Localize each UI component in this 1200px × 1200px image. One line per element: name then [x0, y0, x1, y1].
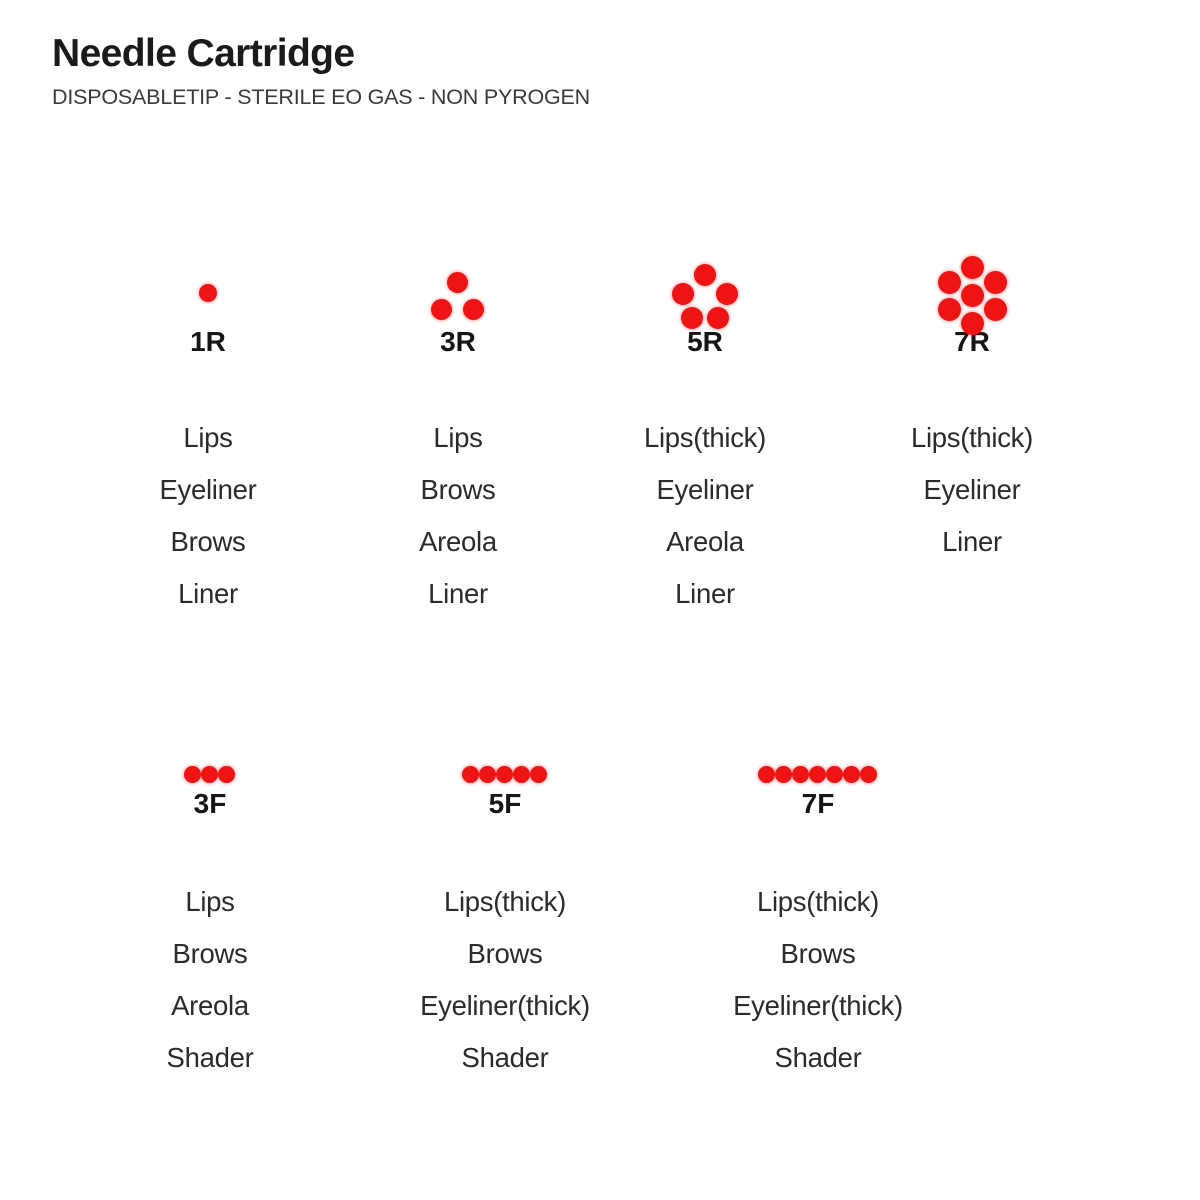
use-item: Lips(thick)	[910, 422, 1033, 453]
needle-uses-list: Lips Brows Areola Liner	[358, 412, 558, 620]
use-item: Eyeliner	[159, 474, 257, 505]
use-item: Eyeliner(thick)	[733, 990, 903, 1021]
use-item: Shader	[461, 1042, 549, 1073]
needle-dot	[694, 264, 716, 286]
dot-cluster-7f-icon	[718, 748, 918, 788]
use-item: Areola	[666, 526, 744, 557]
dot-cluster-7r-icon	[872, 250, 1072, 335]
use-item: Liner	[178, 578, 238, 609]
needle-dot	[758, 766, 775, 783]
needle-uses-list: Lips(thick) Eyeliner Liner	[872, 412, 1072, 568]
use-item: Lips	[183, 422, 233, 453]
use-item: Eyeliner	[923, 474, 1021, 505]
needle-dot	[792, 766, 809, 783]
needle-dot	[809, 766, 826, 783]
needle-card-5f[interactable]: 5F Lips(thick) Brows Eyeliner(thick) Sha…	[405, 748, 605, 1084]
needle-dot	[716, 283, 738, 305]
needle-dot	[961, 284, 984, 307]
use-item: Shader	[774, 1042, 862, 1073]
use-item: Lips(thick)	[443, 886, 566, 917]
use-item: Areola	[419, 526, 497, 557]
needle-dot	[938, 298, 961, 321]
needle-dot	[961, 256, 984, 279]
needle-dot	[463, 299, 484, 320]
use-item: Shader	[166, 1042, 254, 1073]
needle-card-1r[interactable]: 1R Lips Eyeliner Brows Liner	[108, 250, 308, 620]
needle-dot	[707, 307, 729, 329]
needle-dot	[496, 766, 513, 783]
use-item: Lips(thick)	[756, 886, 879, 917]
needle-dot	[681, 307, 703, 329]
dot-cluster-5r-icon	[605, 250, 805, 329]
needle-uses-list: Lips Eyeliner Brows Liner	[108, 412, 308, 620]
needle-dot	[984, 271, 1007, 294]
use-item: Eyeliner(thick)	[420, 990, 590, 1021]
needle-dot	[462, 766, 479, 783]
needle-uses-list: Lips Brows Areola Shader	[110, 876, 310, 1084]
use-item: Eyeliner	[656, 474, 754, 505]
use-item: Brows	[420, 474, 496, 505]
dot-cluster-3r-icon	[358, 250, 558, 326]
use-item: Brows	[170, 526, 246, 557]
needle-dot	[199, 284, 217, 302]
page-subtitle: DISPOSABLETIP - STERILE EO GAS - NON PYR…	[52, 84, 590, 109]
needle-code-label: 1R	[190, 326, 226, 357]
needle-uses-list: Lips(thick) Eyeliner Areola Liner	[605, 412, 805, 620]
needle-dot	[431, 299, 452, 320]
dot-cluster-1r-icon	[108, 250, 308, 326]
needle-code-label: 5F	[488, 788, 522, 819]
needle-card-7r[interactable]: 7R Lips(thick) Eyeliner Liner	[872, 250, 1072, 568]
needle-code-label: 5R	[687, 326, 723, 357]
use-item: Lips	[433, 422, 483, 453]
needle-card-3f[interactable]: 3F Lips Brows Areola Shader	[110, 748, 310, 1084]
needle-code-label: 7F	[801, 788, 835, 819]
dot-cluster-5f-icon	[405, 748, 605, 788]
needle-dot	[826, 766, 843, 783]
needle-card-7f[interactable]: 7F Lips(thick) Brows Eyeliner(thick) Sha…	[718, 748, 918, 1084]
use-item: Lips(thick)	[643, 422, 766, 453]
use-item: Liner	[942, 526, 1002, 557]
use-item: Brows	[467, 938, 543, 969]
dot-cluster-3f-icon	[110, 748, 310, 788]
needle-uses-list: Lips(thick) Brows Eyeliner(thick) Shader	[718, 876, 918, 1084]
needle-uses-list: Lips(thick) Brows Eyeliner(thick) Shader	[405, 876, 605, 1084]
needle-dot	[513, 766, 530, 783]
needle-code-label: 3F	[193, 788, 227, 819]
use-item: Brows	[172, 938, 248, 969]
needle-dot	[218, 766, 235, 783]
needle-dot	[860, 766, 877, 783]
use-item: Liner	[675, 578, 735, 609]
use-item: Liner	[428, 578, 488, 609]
use-item: Areola	[171, 990, 249, 1021]
needle-dot	[984, 298, 1007, 321]
page-title: Needle Cartridge	[52, 32, 355, 75]
needle-dot	[530, 766, 547, 783]
use-item: Lips	[185, 886, 235, 917]
needle-card-3r[interactable]: 3R Lips Brows Areola Liner	[358, 250, 558, 620]
needle-dot	[775, 766, 792, 783]
use-item: Brows	[780, 938, 856, 969]
header: Needle Cartridge DISPOSABLETIP - STERILE…	[52, 32, 1052, 110]
needle-dot	[479, 766, 496, 783]
needle-dot	[447, 272, 468, 293]
needle-dot	[201, 766, 218, 783]
needle-code-label: 3R	[440, 326, 476, 357]
needle-dot	[961, 312, 984, 335]
needle-dot	[843, 766, 860, 783]
needle-dot	[184, 766, 201, 783]
needle-card-5r[interactable]: 5R Lips(thick) Eyeliner Areola Liner	[605, 250, 805, 620]
needle-dot	[672, 283, 694, 305]
needle-dot	[938, 271, 961, 294]
